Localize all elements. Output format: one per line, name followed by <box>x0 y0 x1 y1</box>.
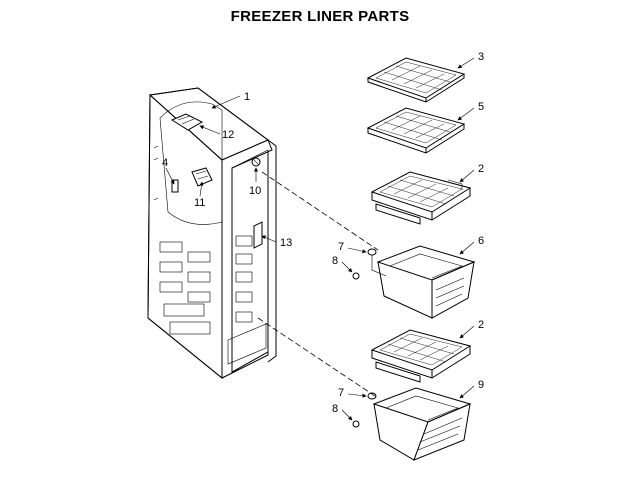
callout-12: 12 <box>222 129 234 141</box>
callout-10: 10 <box>249 185 261 197</box>
callout-4: 4 <box>162 157 168 169</box>
screw-icon-upper <box>352 272 360 280</box>
vent-bracket-icon <box>170 113 204 131</box>
clip-icon <box>171 179 179 193</box>
drawer-roller-icon-upper <box>367 248 387 277</box>
callout-5: 5 <box>478 101 484 113</box>
callout-3: 3 <box>478 51 484 63</box>
framed-shelf-icon-lower <box>370 329 472 383</box>
callout-8-upper: 8 <box>332 255 338 267</box>
drawer-roller-icon-lower <box>367 392 377 400</box>
callout-2-upper: 2 <box>478 163 484 175</box>
callout-7-lower: 7 <box>338 387 344 399</box>
freezer-liner-icon <box>147 87 277 380</box>
callout-1: 1 <box>244 91 250 103</box>
leader-lines <box>165 57 475 421</box>
callout-2-lower: 2 <box>478 319 484 331</box>
sensor-housing-icon <box>191 167 213 187</box>
freezer-drawer-icon-9 <box>372 387 472 461</box>
callout-8-lower: 8 <box>332 403 338 415</box>
glass-shelf-icon-3 <box>366 57 466 103</box>
callout-7-upper: 7 <box>338 241 344 253</box>
framed-shelf-icon-upper <box>370 171 472 225</box>
callout-13: 13 <box>280 237 292 249</box>
callout-6: 6 <box>478 235 484 247</box>
install-line-lower <box>257 317 379 399</box>
callout-9: 9 <box>478 379 484 391</box>
callout-11: 11 <box>194 197 205 209</box>
fastener-icon <box>251 157 261 167</box>
screw-icon-lower <box>352 420 360 428</box>
glass-shelf-icon-5 <box>366 107 466 154</box>
install-line-upper <box>261 171 379 251</box>
freezer-drawer-icon-6 <box>376 245 476 319</box>
strip-icon <box>253 221 263 249</box>
diagram-title: FREEZER LINER PARTS <box>230 8 410 25</box>
